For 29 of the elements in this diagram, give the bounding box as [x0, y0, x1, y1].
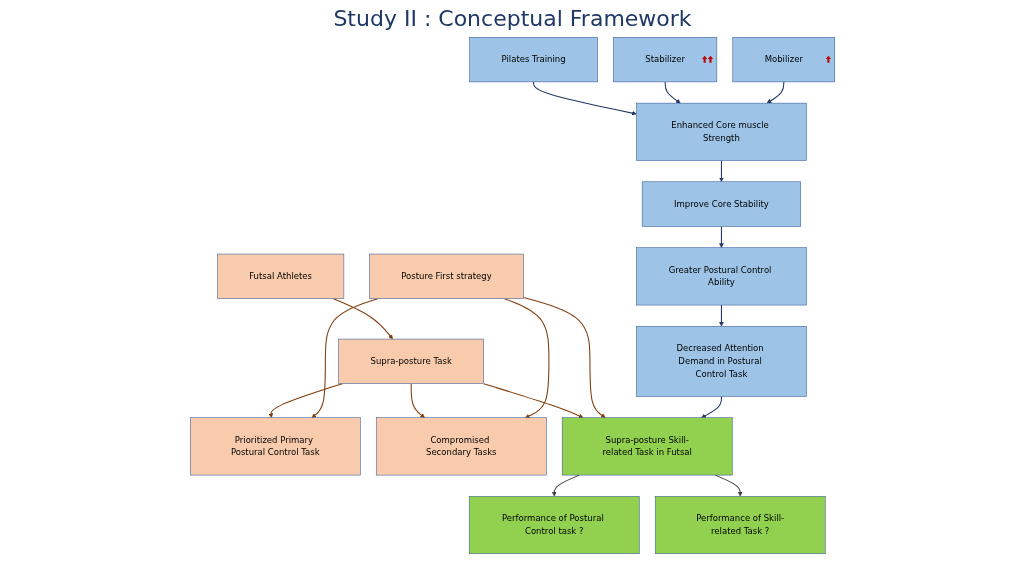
node-box: Posture First strategy: [369, 253, 524, 299]
arrow: [523, 296, 606, 418]
arrow: [504, 298, 550, 419]
arrow: [664, 81, 681, 104]
arrow: [719, 304, 724, 327]
arrow: [410, 383, 425, 418]
arrow: [268, 383, 343, 418]
node-box: Performance of Postural Control task ?: [468, 496, 640, 554]
node-box: Compromised Secondary Tasks: [375, 417, 547, 476]
node-box: Supra-posture Task: [338, 338, 484, 384]
node-box: Prioritized Primary Postural Control Task: [189, 417, 361, 476]
node-box: Improve Core Stability: [641, 181, 801, 227]
arrow: [311, 298, 379, 418]
node-box: Decreased Attention Demand in Postural Control Task: [636, 326, 807, 397]
node-box: Supra-posture Skill-related Task in Futsal: [561, 417, 733, 476]
node-box: Greater Postural Control Ability: [636, 247, 807, 306]
node-box: Stabilizer: [613, 37, 718, 83]
arrow: [701, 395, 722, 418]
node-box: Pilates Training: [469, 37, 598, 83]
arrow: [766, 81, 785, 104]
node-box: Performance of Skill-related Task ?: [654, 496, 826, 554]
node-box: Futsal Athletes: [217, 253, 345, 299]
arrow: [719, 160, 724, 182]
arrow: [719, 225, 724, 248]
arrow: [483, 383, 584, 419]
arrow: [332, 298, 393, 340]
arrow: [533, 81, 637, 116]
diagram-title: Study II : Conceptual Framework: [332, 6, 693, 31]
node-box: Enhanced Core muscle Strength: [636, 102, 807, 161]
